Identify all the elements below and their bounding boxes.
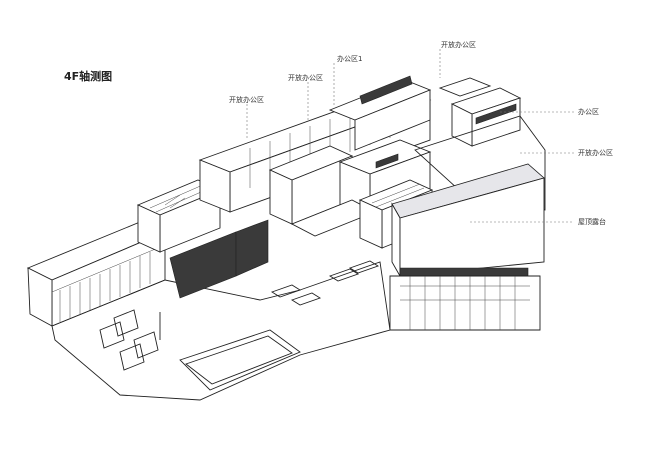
label-office-area-1: 办公区1: [337, 55, 363, 63]
label-open-office-2: 开放办公区: [288, 74, 323, 82]
office-block-top: [328, 75, 492, 151]
label-open-office-4: 开放办公区: [578, 149, 613, 157]
label-open-office-1: 开放办公区: [229, 96, 264, 104]
label-office-area: 办公区: [578, 108, 599, 116]
outdoor-seating: [270, 260, 380, 306]
leader-lines: [246, 49, 574, 223]
label-roof-terrace: 屋顶露台: [578, 218, 606, 226]
label-open-office-3: 开放办公区: [441, 41, 476, 49]
drawing-title: 4F轴测图: [64, 70, 113, 83]
plaza-panels: [99, 309, 161, 371]
roof-terrace-block: [389, 163, 545, 331]
dark-panel-mid: [235, 219, 269, 277]
stair-block-left: [136, 179, 222, 253]
office-box-right: [450, 87, 522, 147]
